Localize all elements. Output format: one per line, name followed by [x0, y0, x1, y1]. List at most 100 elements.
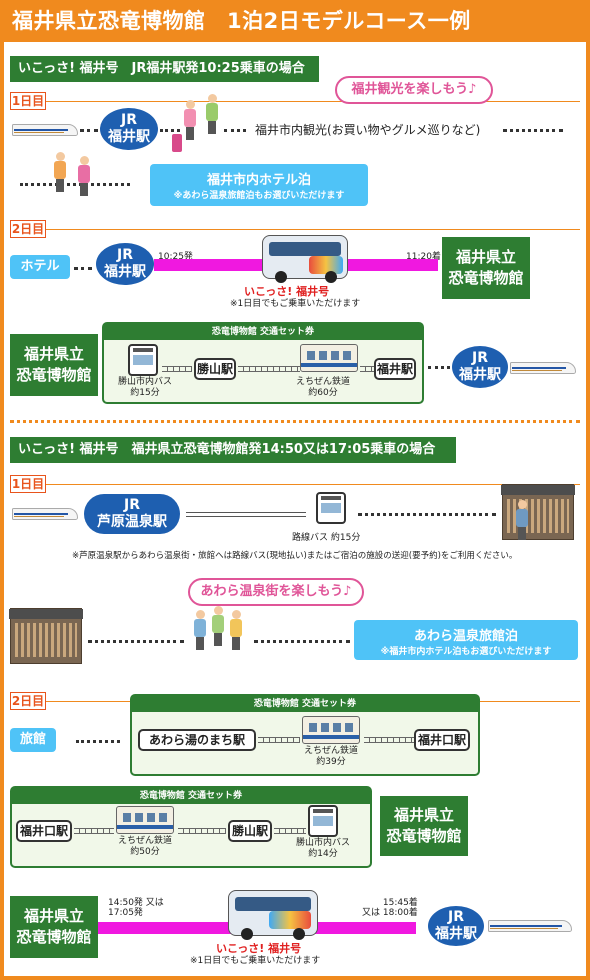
bus-caption: 勝山市内バス約15分 [118, 377, 173, 398]
shinkansen-icon [510, 360, 576, 376]
rail-track [274, 828, 306, 834]
day1-label: 1日目 [10, 92, 46, 110]
route-dots [224, 129, 246, 132]
rail-track [360, 366, 374, 372]
bus-icon [316, 492, 346, 524]
set-ticket-box: 恐竜博物館 交通セット券 [10, 786, 372, 868]
museum-line1: 福井県立 [23, 907, 84, 925]
set-ticket-title: 恐竜博物館 交通セット券 [12, 788, 370, 804]
route-dots [88, 640, 184, 643]
fukuiguchi-station: 福井口駅 [414, 729, 470, 751]
station-name: 福井駅 [459, 367, 501, 383]
jr-awaraonsen-station-badge: JR 芦原温泉駅 [84, 494, 180, 534]
route-dots [254, 640, 350, 643]
set-ticket-title: 恐竜博物館 交通セット券 [132, 696, 478, 712]
express-bus-icon [228, 890, 318, 940]
page-title: 福井県立恐竜博物館 1泊2日モデルコース一例 [0, 0, 590, 42]
section1-banner: いこっさ! 福井号 JR福井駅発10:25乗車の場合 [10, 56, 319, 82]
rail-track [364, 737, 414, 743]
dinosaur-museum-box: 福井県立 恐竜博物館 [442, 237, 530, 299]
depart-time: 10:25発 [158, 252, 193, 262]
dinosaur-museum-box: 福井県立 恐竜博物館 [10, 896, 98, 958]
ryokan-illustration [9, 608, 83, 664]
jr-fukui-station-badge: JR 福井駅 [100, 108, 158, 150]
day2-label: 2日目 [10, 692, 46, 710]
station-name: 芦原温泉駅 [97, 514, 167, 530]
bus-name: いこっさ! 福井号 [244, 285, 330, 298]
road-line [186, 512, 306, 517]
fukui-station: 福井駅 [374, 358, 416, 380]
ryokan-box: あわら温泉旅館泊 ※福井市内ホテル泊もお選びいただけます [354, 620, 578, 660]
museum-line2: 恐竜博物館 [16, 366, 92, 384]
rail-track [178, 828, 226, 834]
local-train-icon [116, 806, 174, 834]
station-name: 福井駅 [108, 129, 150, 145]
ryokan-start-box: 旅館 [10, 728, 56, 752]
bus-caption: 路線バス 約15分 [292, 533, 361, 543]
section-divider [10, 420, 580, 423]
bus-icon [308, 805, 338, 837]
katsuyama-station: 勝山駅 [228, 820, 272, 842]
jr-label: JR [472, 350, 488, 366]
dinosaur-museum-box: 福井県立 恐竜博物館 [10, 334, 98, 396]
access-note: ※芦原温泉駅からあわら温泉街・旅館へは路線バス(現地払い)またはご宿泊の施設の送… [72, 551, 518, 561]
shinkansen-icon [488, 918, 572, 934]
shinkansen-icon [12, 506, 78, 522]
suitcase-icon [172, 134, 182, 152]
sightseeing-text: 福井市内観光(お買い物やグルメ巡りなど) [255, 123, 481, 137]
museum-line2: 恐竜博物館 [448, 269, 524, 287]
rail-caption: えちぜん鉄道約50分 [118, 836, 173, 857]
jr-label: JR [124, 497, 140, 513]
hotel-note-text: ※あわら温泉旅館泊もお選びいただけます [173, 191, 345, 201]
bus-name: いこっさ! 福井号 [216, 942, 302, 955]
route-dots [503, 129, 563, 132]
section2-banner: いこっさ! 福井号 福井県立恐竜博物館発14:50又は17:05乗車の場合 [10, 437, 456, 463]
station-name: 福井駅 [104, 264, 146, 280]
jr-fukui-station-badge: JR 福井駅 [428, 906, 484, 946]
route-dots [160, 129, 180, 132]
day-divider [10, 484, 580, 485]
rail-track [162, 366, 192, 372]
ryokan-illustration [501, 484, 575, 540]
express-bus-icon [262, 235, 348, 283]
bus-note: ※1日目でもご乗車いただけます [230, 299, 361, 309]
arrive-times: 15:45着又は 18:00着 [362, 898, 418, 918]
route-dots [358, 513, 496, 516]
local-train-icon [300, 344, 358, 372]
rail-track [238, 366, 300, 372]
katsuyama-station: 勝山駅 [194, 358, 236, 380]
set-ticket-title: 恐竜博物館 交通セット券 [104, 324, 422, 340]
rail-track [258, 737, 300, 743]
museum-line2: 恐竜博物館 [386, 827, 462, 845]
museum-line1: 福井県立 [393, 806, 454, 824]
ryokan-note-text: ※福井市内ホテル泊もお選びいただけます [380, 647, 552, 657]
shinkansen-icon [12, 122, 78, 138]
hotel-start-box: ホテル [10, 255, 70, 279]
bus-note: ※1日目でもご乗車いただけます [190, 956, 321, 966]
day1-label: 1日目 [10, 475, 46, 493]
ryokan-main-text: あわら温泉旅館泊 [413, 629, 518, 644]
fukuiguchi-station: 福井口駅 [16, 820, 72, 842]
bus-caption: 勝山市内バス約14分 [296, 838, 351, 859]
hotel-main-text: 福井市内ホテル泊 [206, 173, 311, 188]
jr-label: JR [117, 247, 133, 263]
route-dots [428, 366, 450, 369]
bus-icon [128, 344, 158, 376]
route-dots [74, 267, 92, 270]
jr-fukui-station-badge: JR 福井駅 [96, 243, 154, 285]
route-dots [20, 183, 130, 186]
day-divider [10, 229, 580, 230]
jr-label: JR [448, 909, 464, 925]
local-train-icon [302, 716, 360, 744]
arrive-time: 11:20着 [406, 252, 441, 262]
jr-fukui-station-badge: JR 福井駅 [452, 346, 508, 388]
day2-label: 2日目 [10, 220, 46, 238]
day-divider [10, 101, 580, 102]
speech-bubble: あわら温泉街を楽しもう♪ [188, 578, 364, 606]
set-ticket-box: 恐竜博物館 交通セット券 [130, 694, 480, 776]
rail-track [74, 828, 114, 834]
route-dots [76, 740, 120, 743]
rail-caption: えちぜん鉄道約60分 [296, 377, 351, 398]
station-name: 福井駅 [435, 926, 477, 942]
